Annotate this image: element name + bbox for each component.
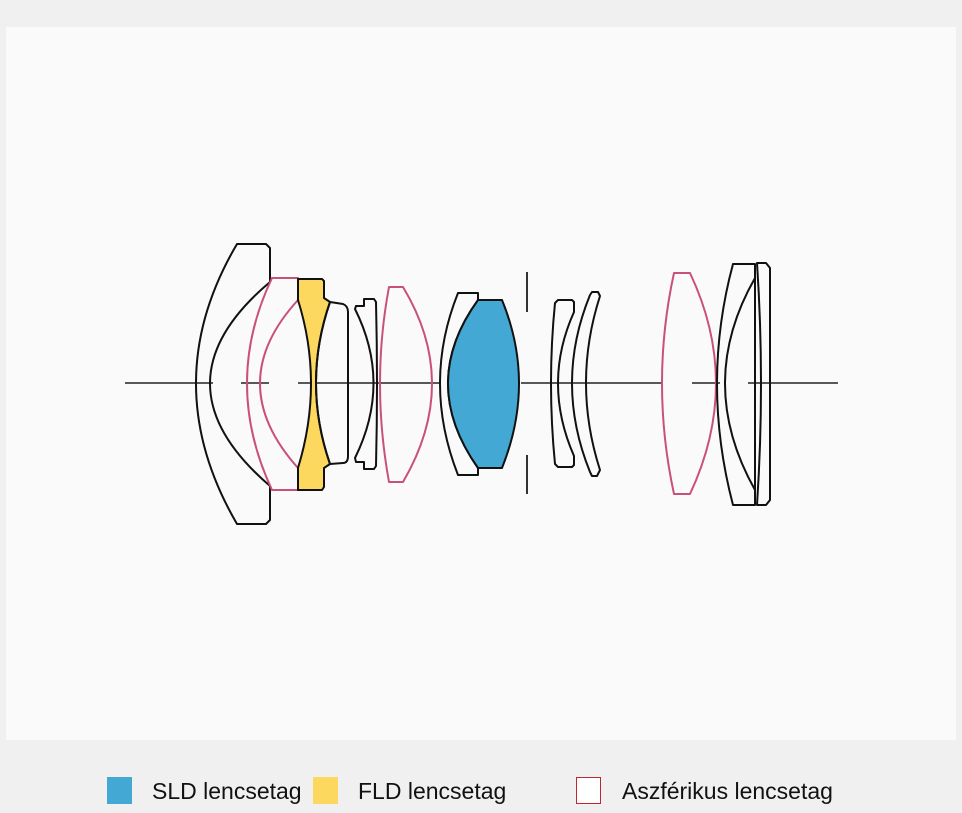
legend-label-fld: FLD lencsetag bbox=[358, 778, 507, 804]
lens-element-6-aspherical bbox=[379, 286, 433, 483]
lens-element-5 bbox=[354, 298, 378, 470]
lens-element-12-doublet bbox=[716, 263, 756, 506]
lens-element-9 bbox=[550, 299, 575, 468]
lens-element-3-fld bbox=[297, 278, 331, 491]
lens-element-4 bbox=[315, 301, 349, 465]
lens-element-8-sld bbox=[447, 299, 520, 469]
lens-element-1 bbox=[195, 243, 271, 525]
lens-element-11-aspherical bbox=[661, 272, 717, 495]
lens-element-10 bbox=[571, 291, 601, 477]
lens-element-2-aspherical bbox=[246, 277, 299, 491]
sld-swatch bbox=[107, 777, 132, 804]
fld-swatch bbox=[313, 777, 338, 804]
aspherical-swatch bbox=[576, 777, 601, 804]
lens-element-13 bbox=[756, 262, 771, 506]
legend-label-sld: SLD lencsetag bbox=[152, 778, 302, 804]
legend-label-aspherical: Aszférikus lencsetag bbox=[622, 778, 833, 804]
